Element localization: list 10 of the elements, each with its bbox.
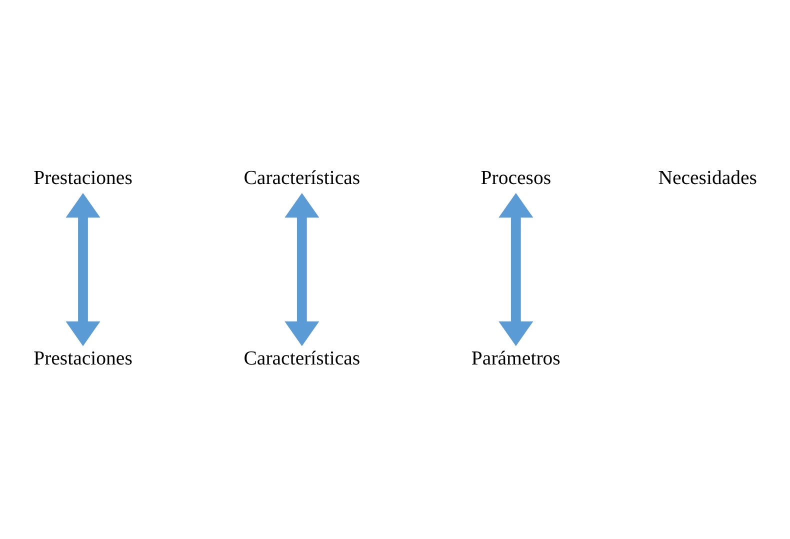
arrow [498, 192, 534, 346]
node-text: Características [244, 347, 360, 370]
node-text: Características [244, 166, 360, 189]
node-text: Parámetros [471, 347, 560, 370]
node-text: Prestaciones [34, 347, 132, 370]
node-text: Prestaciones [34, 166, 132, 189]
node-text: Procesos [480, 166, 552, 189]
arrow [284, 192, 320, 346]
arrow [66, 192, 100, 346]
label: Necesidades [658, 166, 758, 189]
